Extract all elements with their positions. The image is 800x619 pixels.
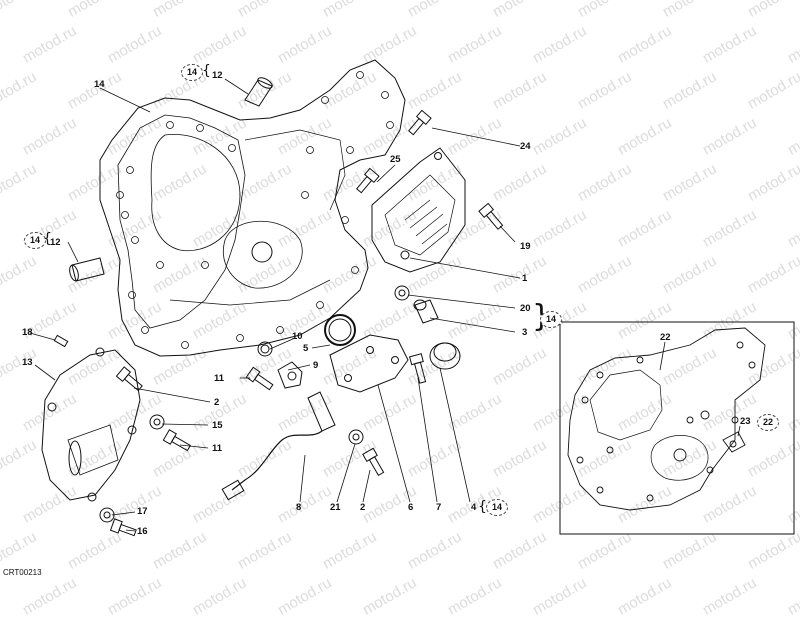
- bolt-11-lower: [162, 429, 192, 452]
- plug-4: [429, 342, 461, 370]
- bolt-2-left: [115, 366, 143, 392]
- label-2-lower: 2: [360, 502, 366, 513]
- sprocket-cover: [371, 147, 466, 273]
- inset-leaders: [659, 341, 741, 437]
- crankcase-cover-inner: [117, 114, 246, 329]
- label-2-left: 2: [214, 397, 220, 408]
- ref-14-top: 14: [181, 64, 203, 81]
- label-11-upper: 11: [214, 373, 225, 384]
- brace-bottom: {: [478, 499, 487, 515]
- label-24: 24: [520, 141, 531, 152]
- label-4: 4: [471, 502, 477, 513]
- washer-17: [99, 507, 115, 523]
- label-12-top: 12: [212, 70, 223, 81]
- label-6: 6: [408, 502, 414, 513]
- bolt-25: [355, 167, 380, 194]
- diagram-drawing: [29, 59, 795, 537]
- bolt-7: [409, 353, 427, 384]
- oring-10: [257, 341, 273, 357]
- bolt-24: [407, 109, 432, 136]
- crankcase-cover-outline: [99, 59, 406, 357]
- label-10: 10: [292, 331, 303, 342]
- dowel-sleeve-top: [244, 77, 273, 107]
- label-20: 20: [520, 303, 531, 314]
- label-8: 8: [296, 502, 302, 513]
- bolt-16: [109, 518, 137, 537]
- clamp-9: [277, 361, 303, 389]
- center-hole: [251, 241, 273, 263]
- bolt-11-upper: [245, 366, 274, 391]
- label-7: 7: [436, 502, 442, 513]
- label-25: 25: [390, 154, 401, 165]
- washer-20: [394, 285, 410, 301]
- ref-22-inset: 22: [757, 414, 779, 431]
- bushing-3: [413, 299, 439, 324]
- generator-bulge: [223, 221, 303, 289]
- inspection-plate-6: [329, 334, 409, 393]
- label-22: 22: [660, 332, 671, 343]
- pin-18: [53, 334, 69, 348]
- label-3: 3: [522, 327, 528, 338]
- cover-rib: [244, 129, 346, 211]
- ref-14-right: 14: [540, 311, 562, 328]
- sensor-8: [221, 391, 336, 501]
- label-14: 14: [94, 79, 105, 90]
- clutch-cover-circle: [150, 133, 241, 252]
- label-21: 21: [330, 502, 341, 513]
- cover-bolt-holes: [116, 71, 394, 349]
- brace-left: {: [43, 231, 52, 247]
- ref-14-bottom: 14: [486, 499, 508, 516]
- label-12-left: 12: [50, 237, 61, 248]
- label-5: 5: [303, 343, 309, 354]
- label-19: 19: [520, 241, 531, 252]
- washer-15: [149, 414, 165, 430]
- label-16: 16: [137, 526, 148, 537]
- bolt-2-lower: [362, 447, 385, 477]
- seal-5: [324, 314, 356, 346]
- inset-frame: [559, 321, 795, 535]
- label-17: 17: [137, 506, 148, 517]
- diagram-code: CRT00213: [3, 568, 42, 577]
- label-9: 9: [313, 360, 319, 371]
- inset-cover-22: [567, 327, 766, 511]
- washer-21: [348, 429, 364, 445]
- cover-rib-2: [169, 279, 331, 306]
- label-11-lower: 11: [212, 443, 223, 454]
- label-18: 18: [22, 327, 33, 338]
- label-23: 23: [740, 416, 751, 427]
- leader-lines: [29, 78, 521, 532]
- bolt-19: [478, 202, 504, 230]
- dowel-sleeve-left: [69, 257, 105, 282]
- label-15: 15: [212, 420, 223, 431]
- pump-cover-13: [41, 347, 141, 502]
- label-13: 13: [22, 357, 33, 368]
- brace-top: {: [202, 63, 211, 79]
- label-1: 1: [522, 273, 528, 284]
- ref-14-left: 14: [24, 232, 46, 249]
